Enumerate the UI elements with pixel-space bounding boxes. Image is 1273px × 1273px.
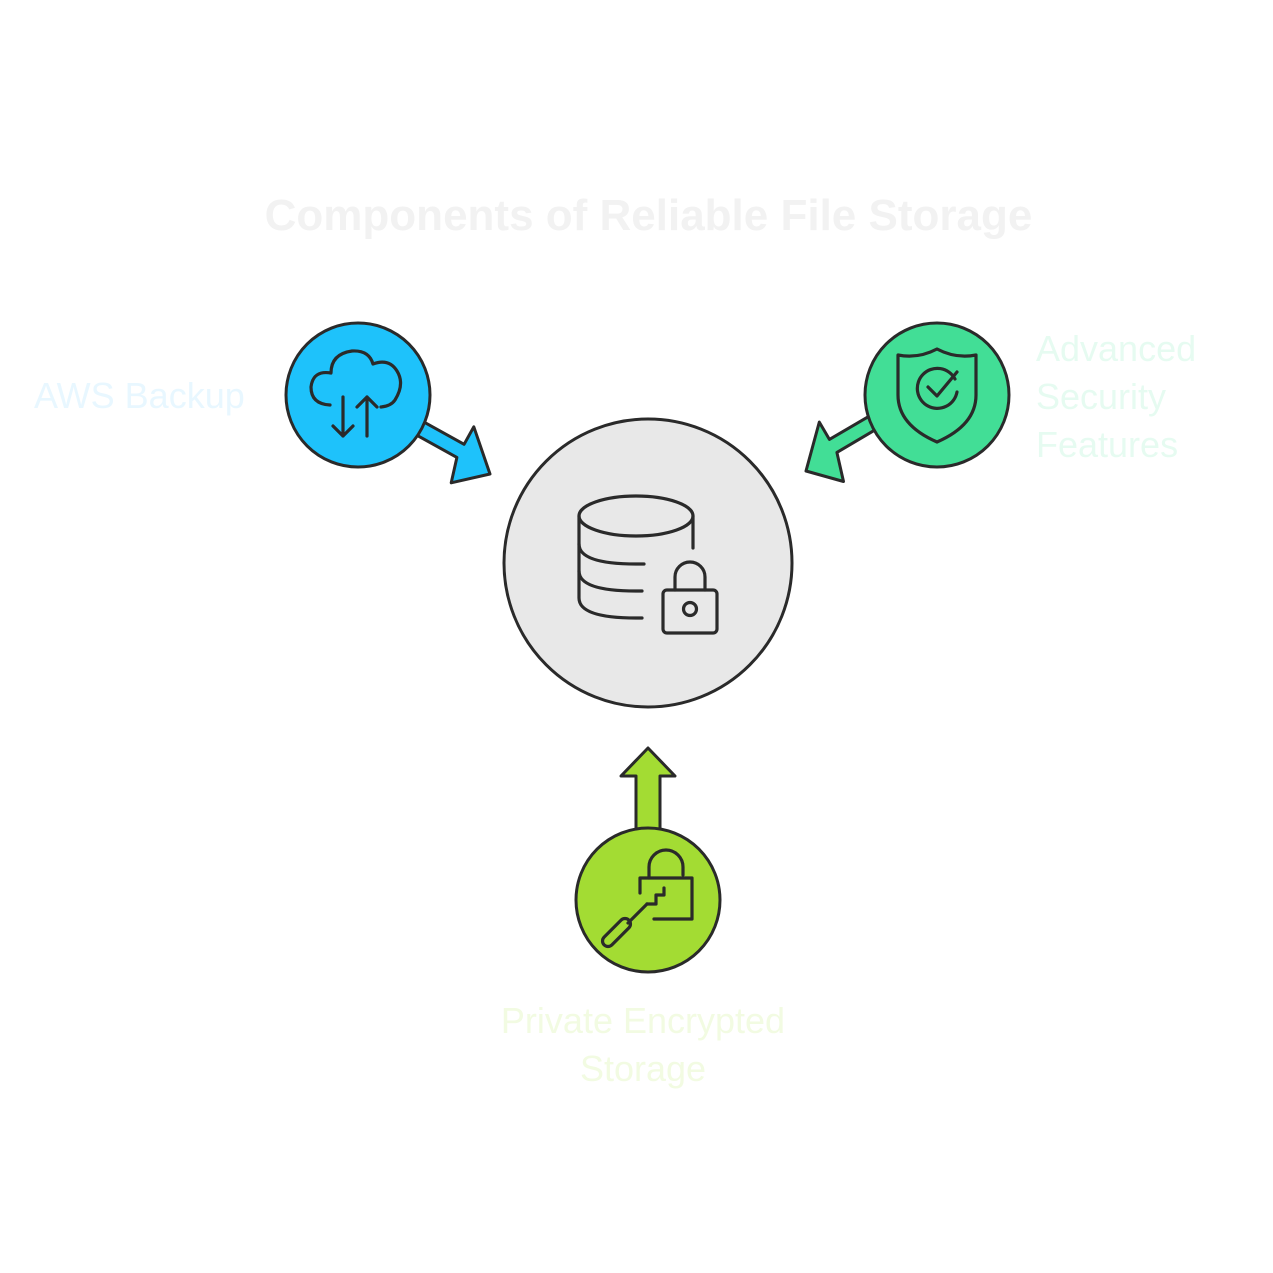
aws-backup-node (284, 321, 432, 469)
security-label-line: Security (1036, 376, 1167, 417)
security-node (863, 321, 1011, 469)
diagram-title: Components of Reliable File Storage (264, 191, 1033, 240)
center-node (502, 417, 794, 709)
key-unlock-icon (600, 848, 694, 949)
security-label: Advanced Security Features (1036, 325, 1196, 469)
private-storage-label: Private Encrypted Storage (443, 997, 843, 1093)
security-label-line: Advanced (1036, 328, 1197, 369)
shield-check-icon (896, 347, 978, 444)
center-circle (502, 417, 794, 709)
aws-backup-circle (284, 321, 432, 469)
private-storage-label-line: Storage (579, 1048, 707, 1089)
security-label-line: Features (1036, 424, 1179, 465)
private-storage-node (574, 826, 722, 974)
cloud-sync-icon (309, 349, 403, 438)
private-storage-label-line: Private Encrypted (500, 1000, 786, 1041)
aws-backup-label: AWS Backup (34, 375, 245, 416)
database-lock-icon (577, 494, 719, 635)
arrow-private-to-center (619, 746, 677, 831)
private-storage-circle (574, 826, 722, 974)
